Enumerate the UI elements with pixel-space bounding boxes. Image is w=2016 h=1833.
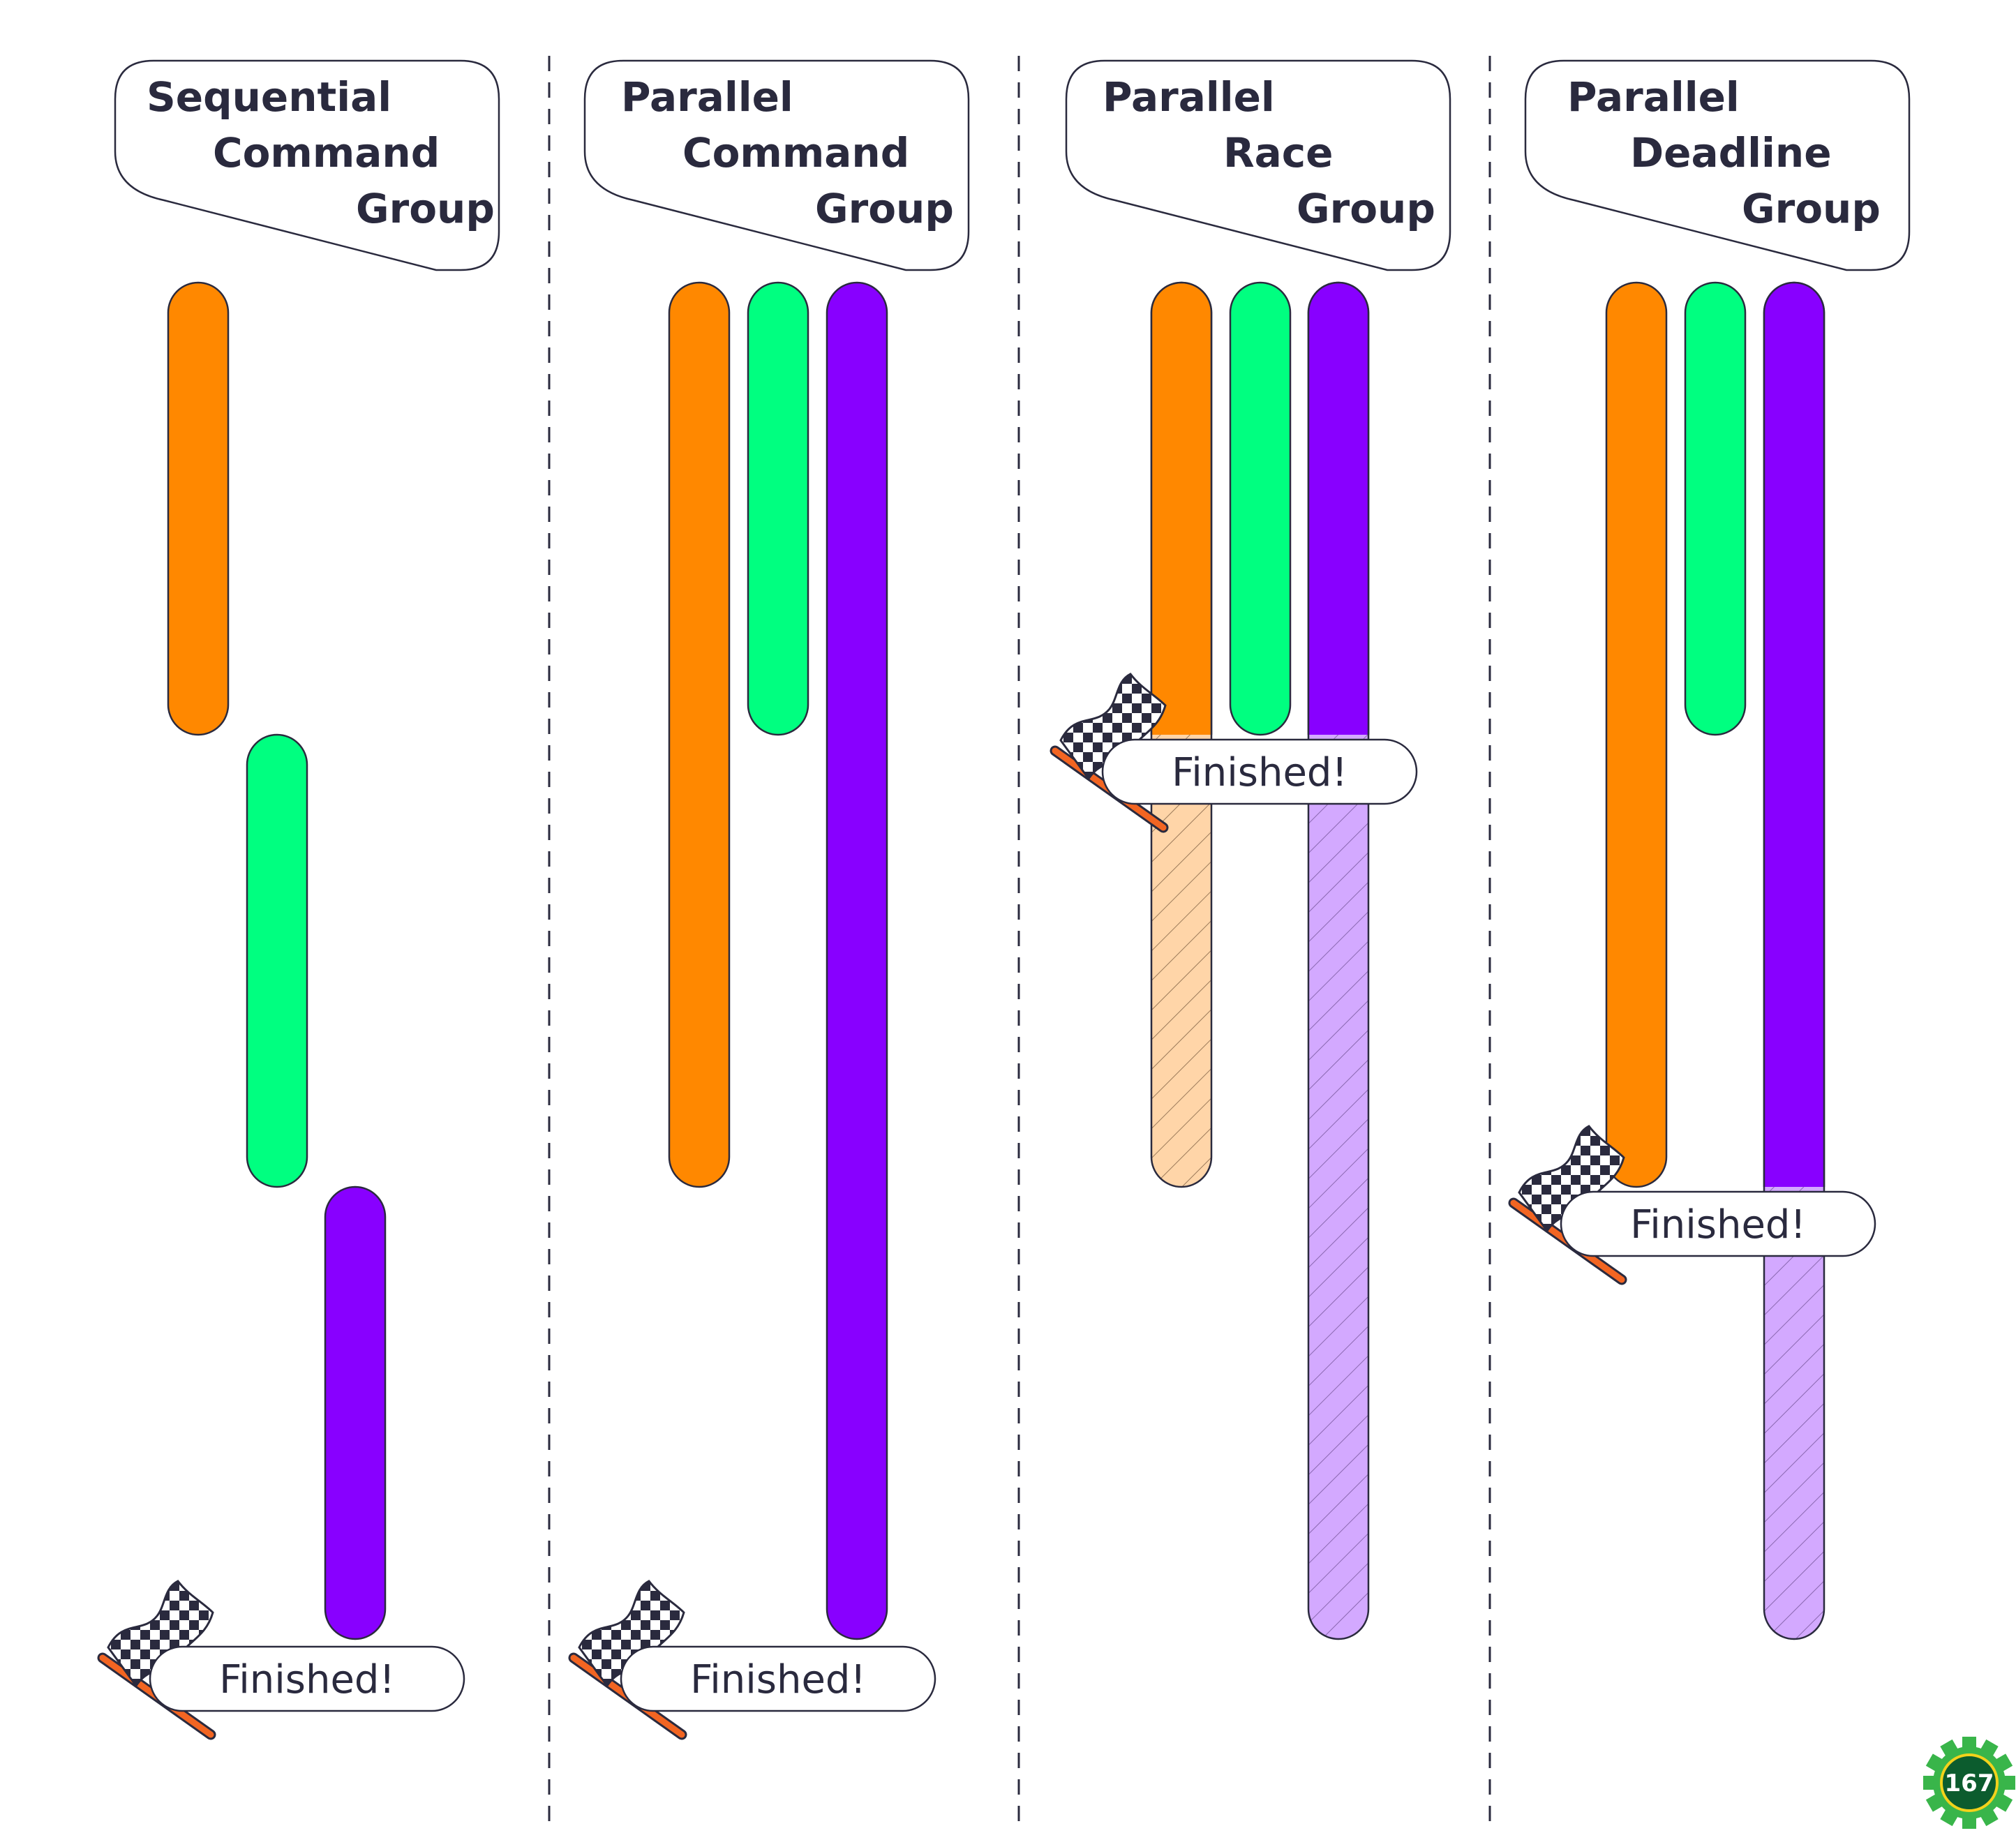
purple-command-bar: [324, 1185, 387, 1640]
title-line-2: Race: [1223, 129, 1334, 177]
finished-badge: [1101, 738, 1418, 805]
title-line-1: Parallel: [621, 73, 793, 121]
finished-label: Finished!: [690, 1657, 866, 1703]
finished-label: Finished!: [1172, 750, 1347, 795]
orange-command-bar: [668, 281, 731, 1188]
title-line-3: Group: [1742, 185, 1881, 232]
purple-command-bar: [1307, 281, 1370, 735]
title-line-2: Deadline: [1630, 129, 1832, 177]
finished-badge: [620, 1645, 936, 1712]
title-bubble: [583, 59, 970, 271]
logo-inner: [1940, 1753, 1999, 1812]
finished-label: Finished!: [1630, 1202, 1806, 1248]
title-bubble: [1524, 59, 1911, 271]
finished-marker: Finished!: [568, 1580, 936, 1740]
finished-label: Finished!: [219, 1657, 395, 1703]
orange-command-bar: [1605, 281, 1668, 1188]
title-line-3: Group: [815, 185, 954, 232]
green-command-bar: [747, 281, 809, 736]
title-line-2: Command: [682, 129, 909, 177]
finished-badge: [149, 1645, 465, 1712]
finished-marker: Finished!: [97, 1580, 465, 1740]
title-line-1: Sequential: [147, 73, 391, 121]
finished-badge: [1560, 1190, 1876, 1257]
purple-command-bar: [1763, 281, 1825, 1187]
green-command-bar: [1684, 281, 1747, 736]
title-bubble: [1065, 59, 1451, 271]
title-line-3: Group: [356, 185, 495, 232]
logo-number: 167: [1945, 1770, 1994, 1797]
finished-marker: Finished!: [1050, 673, 1418, 833]
team-logo: 167: [1923, 1737, 2015, 1829]
orange-command-bar: [1150, 281, 1213, 735]
green-command-bar: [1229, 281, 1292, 736]
title-line-1: Parallel: [1567, 73, 1740, 121]
green-command-bar: [246, 733, 308, 1188]
purple-command-bar: [826, 281, 888, 1640]
title-line-1: Parallel: [1103, 73, 1275, 121]
title-line-3: Group: [1297, 185, 1435, 232]
finished-marker: Finished!: [1508, 1125, 1876, 1285]
title-bubble: [114, 59, 500, 271]
title-line-2: Command: [213, 129, 440, 177]
orange-command-bar: [167, 281, 230, 736]
